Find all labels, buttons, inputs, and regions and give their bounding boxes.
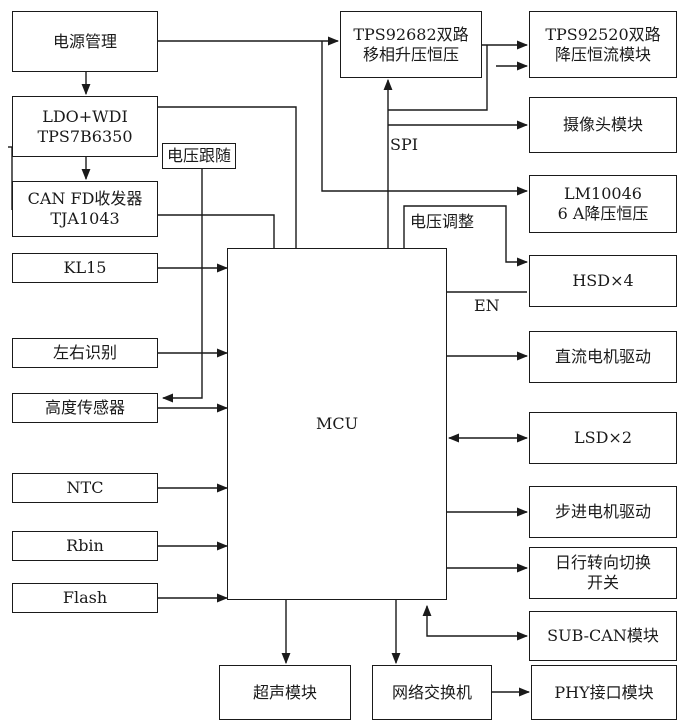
stepper-motor-driver-label: 步进电机驱动 — [554, 502, 651, 521]
ultrasonic-module-label: 超声模块 — [252, 682, 317, 702]
lsd-label: LSD×2 — [574, 428, 632, 447]
drl-turn-switch-block: 日行转向切换 开关 — [529, 547, 677, 599]
lm10046-block: LM10046 6 A降压恒压 — [529, 175, 677, 233]
lm10046-line2: 6 A降压恒压 — [557, 204, 649, 223]
voltage-adjust-label: 电压调整 — [410, 212, 475, 231]
tps92682-block: TPS92682双路 移相升压恒压 — [340, 11, 482, 78]
ntc-label: NTC — [66, 478, 104, 497]
can-fd-label: CAN FD收发器 — [27, 189, 143, 208]
kl15-block: KL15 — [12, 253, 158, 283]
sub-can-module-label: SUB-CAN模块 — [547, 626, 659, 645]
hsd-block: HSD×4 — [529, 255, 677, 307]
voltage-follow-label: 电压跟随 — [162, 143, 237, 169]
drl-turn-switch-line2: 开关 — [586, 573, 619, 592]
height-sensor-block: 高度传感器 — [12, 393, 158, 423]
phy-interface-block: PHY接口模块 — [531, 665, 677, 720]
camera-module-label: 摄像头模块 — [562, 115, 643, 134]
tps92520-line2: 降压恒流模块 — [554, 44, 651, 64]
power-management-label: 电源管理 — [52, 31, 117, 51]
tps92682-line1: TPS92682双路 — [353, 24, 469, 44]
tja1043-label: TJA1043 — [50, 209, 120, 228]
lm10046-line1: LM10046 — [564, 184, 642, 203]
spi-label: SPI — [390, 135, 419, 154]
network-switch-label: 网络交换机 — [391, 682, 472, 702]
rbin-label: Rbin — [66, 536, 104, 555]
mcu-block: MCU — [227, 248, 447, 600]
phy-interface-label: PHY接口模块 — [554, 682, 654, 702]
ldo-wdi-block: LDO+WDI TPS7B6350 — [12, 96, 158, 157]
dc-motor-driver-label: 直流电机驱动 — [554, 347, 651, 366]
tps92520-line1: TPS92520双路 — [545, 24, 661, 44]
ldo-wdi-label: LDO+WDI — [42, 106, 128, 126]
tps7b6350-label: TPS7B6350 — [37, 126, 133, 146]
network-switch-block: 网络交换机 — [372, 665, 492, 720]
flash-label: Flash — [62, 588, 108, 607]
lr-identify-label: 左右识别 — [52, 343, 117, 362]
mcu-label: MCU — [315, 414, 359, 433]
lsd-block: LSD×2 — [529, 412, 677, 464]
height-sensor-label: 高度传感器 — [44, 398, 125, 417]
ntc-block: NTC — [12, 473, 158, 503]
dc-motor-driver-block: 直流电机驱动 — [529, 331, 677, 383]
flash-block: Flash — [12, 583, 158, 613]
en-label: EN — [474, 296, 500, 315]
hsd-label: HSD×4 — [572, 271, 634, 290]
can-fd-transceiver-block: CAN FD收发器 TJA1043 — [12, 181, 158, 237]
camera-module-block: 摄像头模块 — [529, 97, 677, 153]
ultrasonic-module-block: 超声模块 — [219, 665, 351, 720]
tps92682-line2: 移相升压恒压 — [362, 44, 459, 64]
lr-identify-block: 左右识别 — [12, 338, 158, 368]
drl-turn-switch-line1: 日行转向切换 — [554, 553, 651, 572]
rbin-block: Rbin — [12, 531, 158, 561]
power-management-block: 电源管理 — [12, 11, 158, 72]
stepper-motor-driver-block: 步进电机驱动 — [529, 486, 677, 538]
kl15-label: KL15 — [63, 258, 107, 277]
sub-can-module-block: SUB-CAN模块 — [529, 611, 677, 661]
tps92520-block: TPS92520双路 降压恒流模块 — [529, 11, 677, 78]
